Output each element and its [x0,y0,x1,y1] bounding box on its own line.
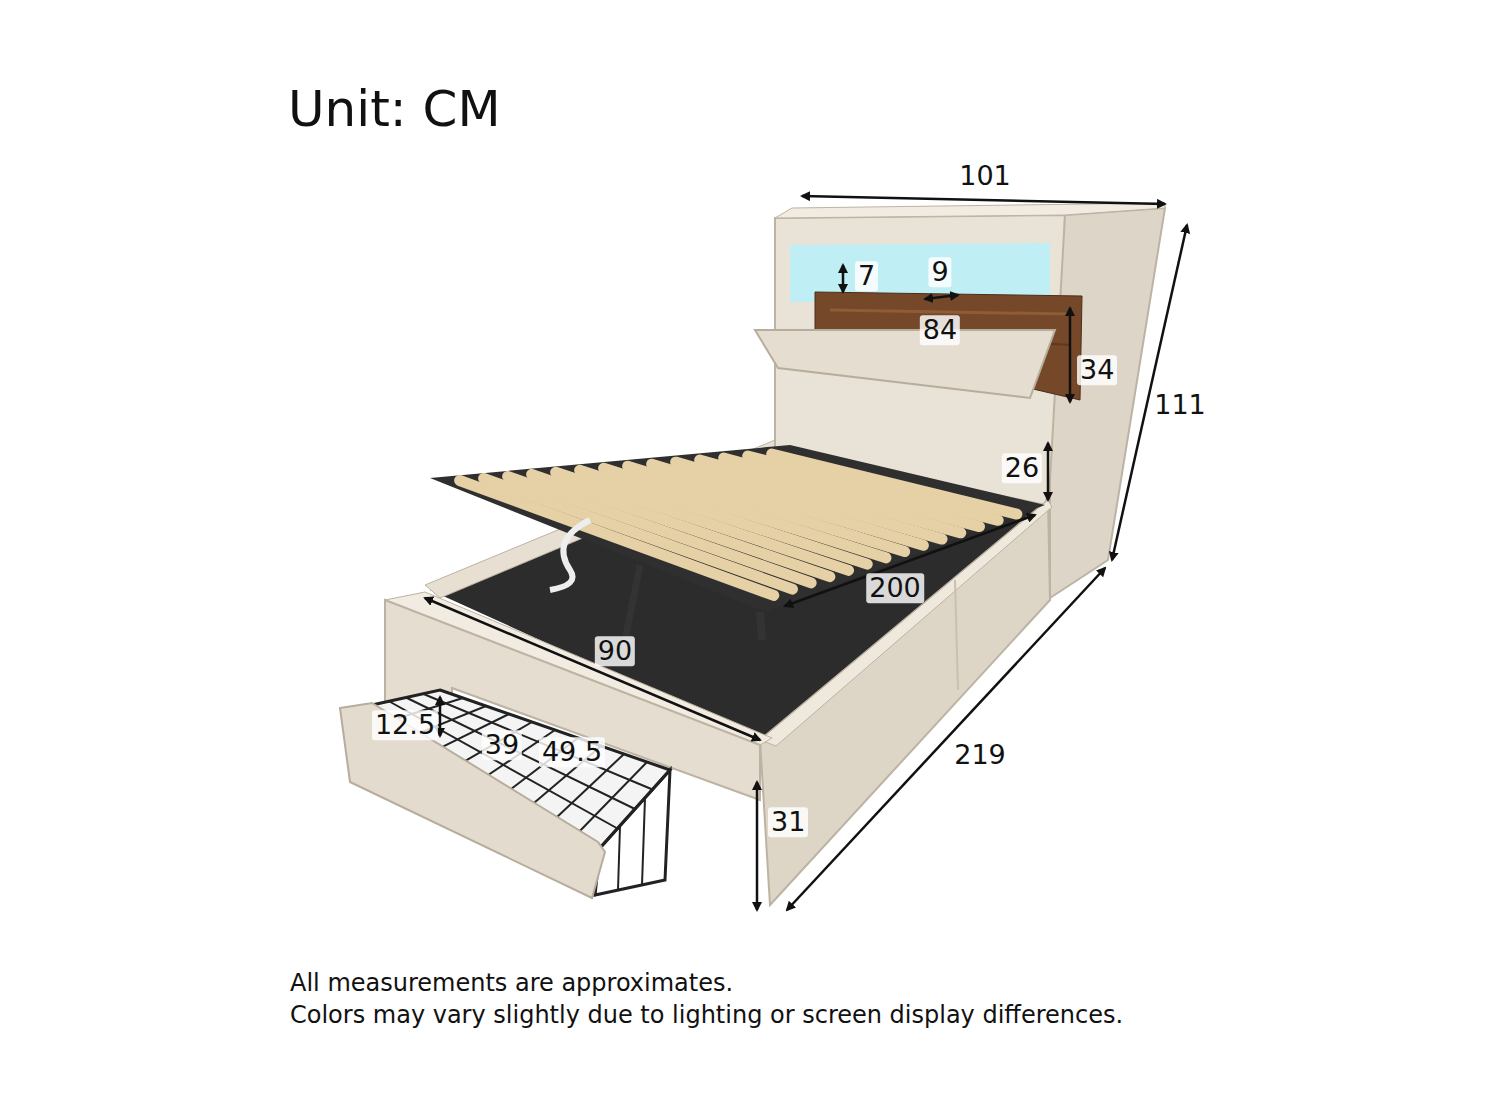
dimension-label: 39 [482,730,522,760]
dimension-label: 111 [1151,390,1209,420]
dimension-label: 101 [956,161,1014,191]
dimension-label: 31 [768,807,808,837]
dimension-label: 26 [1002,453,1042,483]
dimension-label: 49.5 [539,737,605,767]
dimension-label: 84 [920,315,960,345]
dimension-label: 7 [855,261,878,291]
dimension-label: 200 [866,573,924,603]
drawing-line [748,456,998,520]
drawing-line [463,722,532,762]
dimension-label: 90 [595,636,635,666]
dimension-label: 34 [1077,355,1117,385]
dimension-label: 219 [951,740,1009,770]
unit-heading: Unit: CM [288,82,501,137]
dimension-label: 12.5 [372,710,438,740]
drawing-line [772,454,1017,514]
note-text: Colors may vary slightly due to lighting… [290,1002,1123,1028]
note-text: All measurements are approximates. [290,970,733,996]
dimension-label: 9 [928,257,951,287]
